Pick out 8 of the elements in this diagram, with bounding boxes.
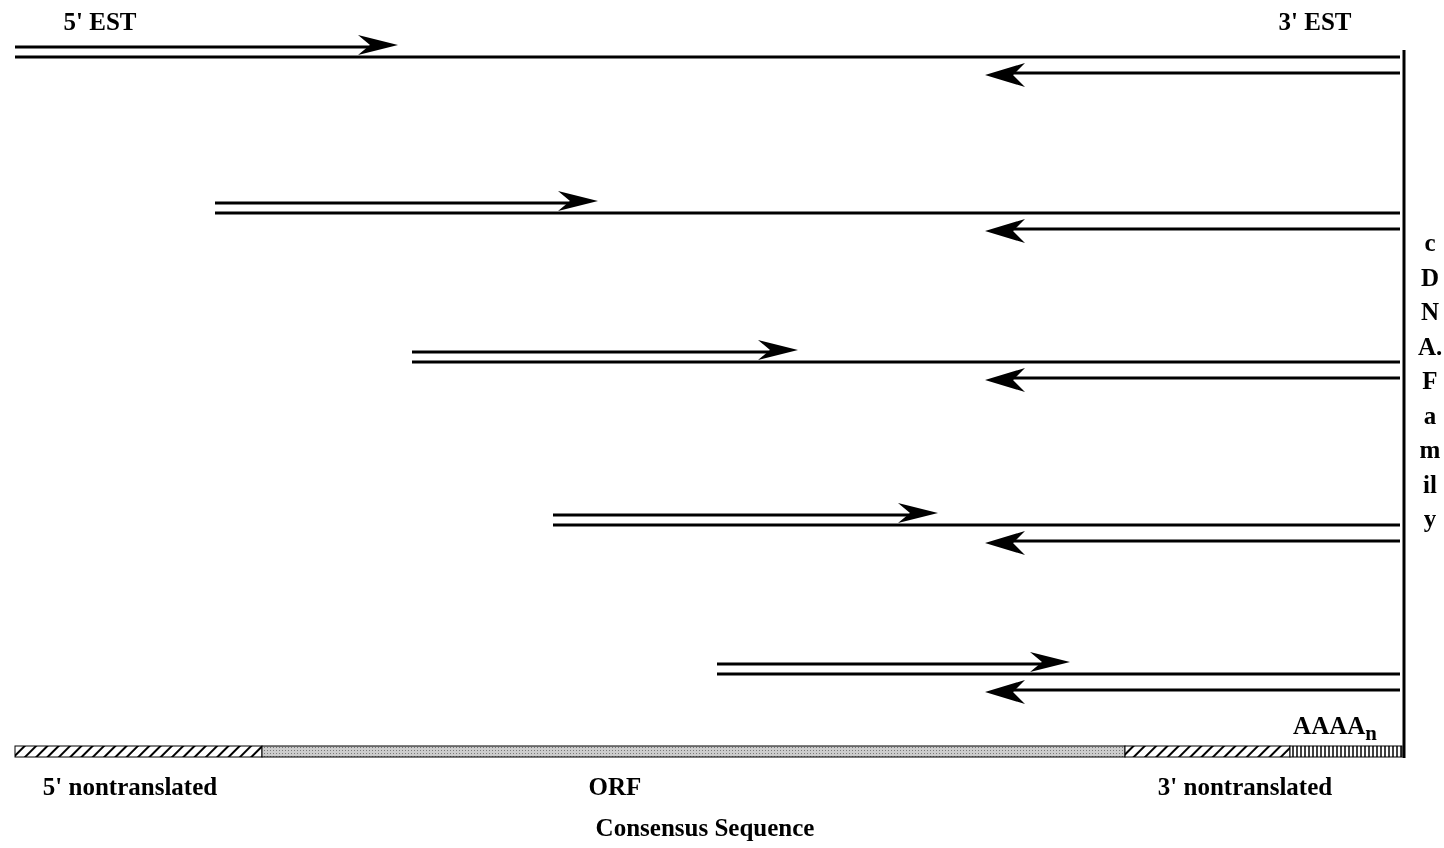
region-label: 5' nontranslated [41, 773, 219, 801]
region-label: 3' nontranslated [1156, 773, 1334, 801]
est-label: 3' EST [1277, 8, 1353, 36]
vertical-label: cDNA.Family [1418, 228, 1442, 534]
est-label: 5' EST [62, 8, 138, 36]
region-label: Consensus Sequence [594, 814, 816, 842]
region-label: ORF [587, 773, 643, 801]
poly-a-label: AAAA$_{n}$ [1292, 712, 1378, 747]
